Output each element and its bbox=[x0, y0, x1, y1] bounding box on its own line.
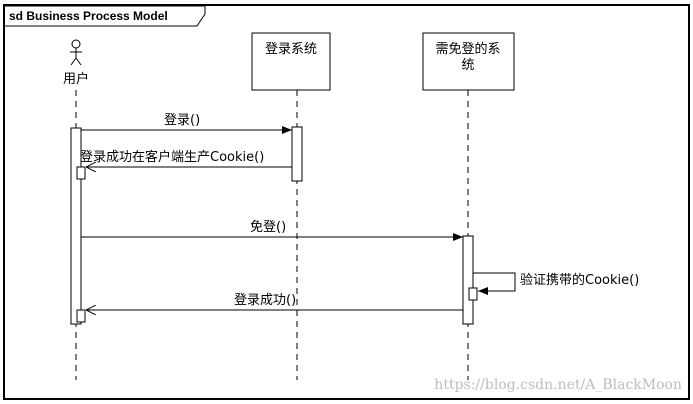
diagram-frame bbox=[3, 4, 690, 400]
sso-system-label-line2: 统 bbox=[461, 58, 474, 73]
login-system-head bbox=[251, 32, 331, 91]
login-system-activation-bar bbox=[291, 126, 303, 182]
message-login-success-label: 登录成功() bbox=[234, 293, 296, 308]
login-system-label: 登录系统 bbox=[265, 42, 317, 57]
sso-system-head bbox=[422, 32, 515, 91]
message-verify-cookie-label: 验证携带的Cookie() bbox=[520, 272, 639, 288]
frame-title: sd Business Process Model bbox=[9, 9, 168, 23]
watermark: https://blog.csdn.net/A_BlackMoon bbox=[434, 377, 682, 393]
message-cookie-generated-label: 登录成功在客户端生产Cookie() bbox=[80, 149, 264, 165]
sso-system-label-line1: 需免登的系 bbox=[435, 41, 500, 57]
message-sso-login-label: 免登() bbox=[250, 220, 286, 235]
frame-title-tab bbox=[5, 5, 206, 27]
user-actor-icon bbox=[70, 39, 82, 66]
user-activation-bar bbox=[70, 127, 82, 325]
user-actor-label: 用户 bbox=[63, 71, 89, 87]
message-verify-cookie-arrow bbox=[473, 272, 516, 295]
message-login-label: 登录() bbox=[164, 113, 200, 128]
sso-system-activation-bar bbox=[462, 235, 474, 325]
user-activation-nested-2 bbox=[76, 309, 86, 323]
sso-system-activation-nested bbox=[468, 287, 478, 301]
user-activation-nested-1 bbox=[76, 166, 86, 180]
